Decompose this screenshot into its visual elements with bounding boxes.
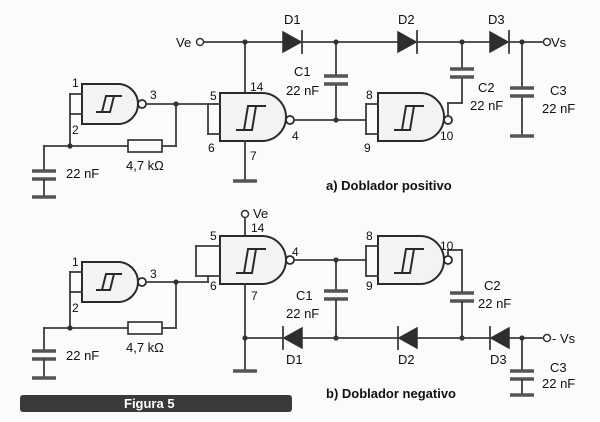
- circuit-a: [32, 30, 552, 199]
- diode-label-d2-a: D2: [398, 12, 415, 27]
- diode-label-d2-b: D2: [398, 352, 415, 367]
- figure-label-text: Figura 5: [124, 396, 175, 411]
- circuit-b-title: b) Doblador negativo: [326, 386, 456, 401]
- junction-dot: [242, 39, 248, 45]
- junction-dot: [173, 101, 179, 107]
- output-terminal: [542, 37, 552, 47]
- diode-d2: [397, 326, 418, 350]
- junction-dot: [459, 39, 465, 45]
- pin-label: 2: [72, 123, 79, 137]
- pin-label: 7: [250, 149, 257, 163]
- pin-label: 4: [292, 245, 299, 259]
- capacitor-c2: [450, 67, 474, 79]
- figure-label: Figura 5: [20, 395, 292, 412]
- pin-label: 6: [210, 279, 217, 293]
- pin-label: 8: [366, 229, 373, 243]
- pin-label: 9: [366, 279, 373, 293]
- pin-label: 10: [440, 239, 454, 253]
- pin-label: 3: [150, 88, 157, 102]
- input-label-a: Ve: [176, 35, 191, 50]
- pin-label: 14: [251, 221, 265, 235]
- resistor: [127, 321, 163, 335]
- diode-d1: [282, 326, 303, 350]
- pin-label: 1: [72, 255, 79, 269]
- diode-label-d1-a: D1: [284, 12, 301, 27]
- junction-dot: [333, 39, 339, 45]
- timing-cap-value-a: 22 nF: [66, 166, 99, 181]
- diode-label-d1-b: D1: [286, 352, 303, 367]
- capacitor-c3: [510, 369, 534, 381]
- pin-label: 5: [210, 89, 217, 103]
- output-label-a: Vs: [551, 35, 567, 50]
- input-label-b: Ve: [253, 206, 268, 221]
- nand-gate-2: [219, 92, 295, 142]
- pin-label: 10: [440, 129, 454, 143]
- timing-capacitor: [32, 349, 56, 361]
- resistor-value-b: 4,7 kΩ: [126, 340, 164, 355]
- c3-name-a: C3: [550, 83, 567, 98]
- capacitor-c2: [450, 291, 474, 303]
- diode-d3: [489, 326, 510, 350]
- c1-value-b: 22 nF: [286, 306, 319, 321]
- pin-label: 6: [208, 141, 215, 155]
- figure-label-bar: [20, 395, 292, 412]
- diode-d2: [397, 30, 418, 54]
- junction-dot: [173, 279, 179, 285]
- output-terminal: [542, 333, 552, 343]
- c3-value-a: 22 nF: [542, 101, 575, 116]
- diode-label-d3-b: D3: [490, 352, 507, 367]
- resistor: [127, 139, 163, 153]
- nand-gate-3: [377, 235, 453, 285]
- c1-value-a: 22 nF: [286, 83, 319, 98]
- output-label-b: - Vs: [552, 331, 576, 346]
- input-terminal: [195, 37, 205, 47]
- pin-label: 1: [72, 76, 79, 90]
- resistor-value-a: 4,7 kΩ: [126, 158, 164, 173]
- junction-dot: [519, 39, 525, 45]
- nand-gate-3: [377, 92, 453, 142]
- circuit-a-title: a) Doblador positivo: [326, 178, 452, 193]
- circuit-b: [32, 209, 552, 397]
- pin-label: 8: [366, 88, 373, 102]
- nand-gate-1: [81, 83, 147, 125]
- capacitor-c3: [510, 86, 534, 98]
- pin-label: 5: [210, 229, 217, 243]
- nand-gate-2: [219, 235, 295, 285]
- diode-d3: [489, 30, 510, 54]
- diode-d1: [282, 30, 303, 54]
- junction-dot: [67, 325, 73, 331]
- input-terminal: [240, 209, 250, 219]
- pin-label: 4: [292, 129, 299, 143]
- pin-label: 7: [251, 289, 258, 303]
- c3-value-b: 22 nF: [542, 376, 575, 391]
- pin-label: 3: [150, 267, 157, 281]
- c2-name-a: C2: [478, 80, 495, 95]
- diode-label-d3-a: D3: [488, 12, 505, 27]
- timing-cap-value-b: 22 nF: [66, 348, 99, 363]
- c1-name-b: C1: [296, 288, 313, 303]
- junction-dot: [333, 117, 339, 123]
- junction-dot: [67, 143, 73, 149]
- c3-name-b: C3: [550, 360, 567, 375]
- pin-label: 2: [72, 301, 79, 315]
- junction-dot: [242, 335, 248, 341]
- c2-name-b: C2: [484, 278, 501, 293]
- nand-gate-1: [81, 261, 147, 303]
- c2-value-a: 22 nF: [470, 98, 503, 113]
- junction-dot: [519, 335, 525, 341]
- timing-capacitor: [32, 169, 56, 181]
- capacitor-c1: [324, 74, 348, 86]
- pin-label: 9: [364, 141, 371, 155]
- c2-value-b: 22 nF: [478, 296, 511, 311]
- capacitor-c1: [324, 289, 348, 301]
- c1-name-a: C1: [294, 64, 311, 79]
- pin-label: 14: [250, 80, 264, 94]
